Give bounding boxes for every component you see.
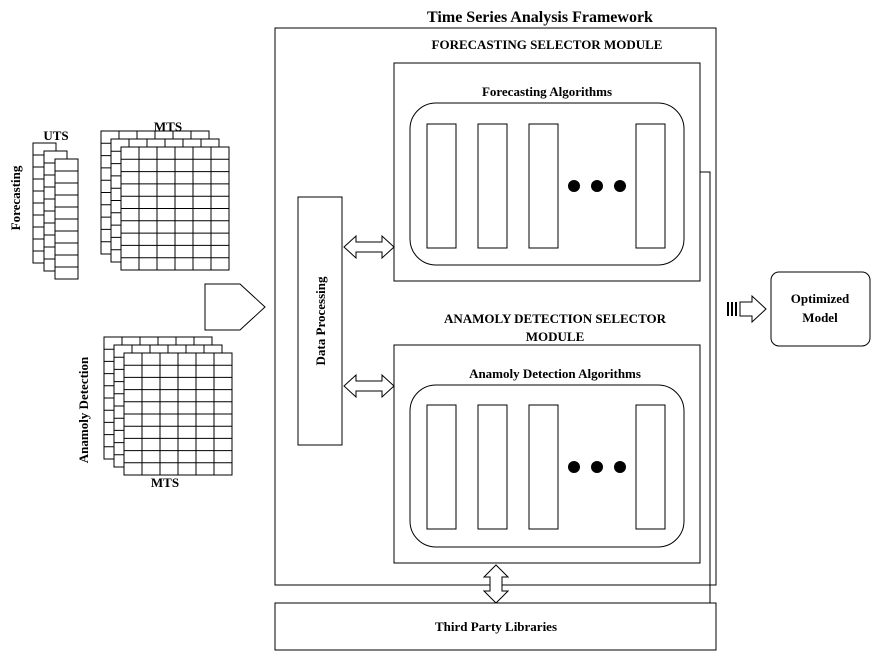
anomaly-algorithms-label: Anamoly Detection Algorithms bbox=[469, 366, 641, 381]
forecasting-side-label: Forecasting bbox=[8, 165, 23, 230]
forecasting-double-arrow bbox=[343, 234, 395, 260]
forecasting-algorithm-slots bbox=[426, 123, 666, 249]
anomaly-algorithm-slot-2 bbox=[477, 404, 508, 530]
forecasting-mts-label: MTS bbox=[154, 119, 182, 134]
forecasting-algorithm-slot-2 bbox=[477, 123, 508, 249]
output-arrow bbox=[727, 294, 767, 324]
anomaly-side-label: Anamoly Detection bbox=[76, 356, 91, 463]
forecasting-algorithm-slot-1 bbox=[426, 123, 457, 249]
anomaly-algorithm-slot-4 bbox=[635, 404, 666, 530]
forecasting-mts-data-stack bbox=[100, 130, 230, 271]
data-processing-label: Data Processing bbox=[313, 276, 328, 365]
anomaly-mts-label: MTS bbox=[151, 475, 179, 490]
anomaly-algorithms-container bbox=[409, 384, 685, 548]
anomaly-ellipsis-dot-2 bbox=[591, 461, 603, 473]
third-party-libraries-box bbox=[274, 602, 717, 651]
optimized-model-box bbox=[770, 271, 871, 347]
third-party-double-arrow bbox=[482, 564, 510, 604]
anomaly-ellipsis-dot-1 bbox=[568, 461, 580, 473]
forecasting-ellipsis-dot-2 bbox=[591, 180, 603, 192]
data-processing-box bbox=[297, 196, 343, 446]
anomaly-algorithm-slot-1 bbox=[426, 404, 457, 530]
forecasting-algorithms-label: Forecasting Algorithms bbox=[482, 84, 612, 99]
forecasting-algorithm-slot-3 bbox=[528, 123, 559, 249]
uts-data-stack bbox=[32, 142, 79, 280]
optimized-model-label-line2: Model bbox=[802, 310, 838, 325]
anomaly-ellipsis-dot-3 bbox=[614, 461, 626, 473]
forecasting-algorithm-slot-4 bbox=[635, 123, 666, 249]
third-party-libraries-label: Third Party Libraries bbox=[435, 619, 557, 634]
input-arrow bbox=[204, 283, 266, 331]
anomaly-module-title-line2: MODULE bbox=[526, 329, 585, 344]
anomaly-double-arrow bbox=[343, 373, 395, 399]
uts-series-3 bbox=[54, 158, 79, 280]
optimized-model-label-line1: Optimized bbox=[791, 291, 850, 306]
anomaly-module-title-line1: ANAMOLY DETECTION SELECTOR bbox=[444, 311, 667, 326]
uts-label: UTS bbox=[43, 128, 68, 143]
forecasting-algorithms-container bbox=[409, 102, 685, 266]
anomaly-algorithm-slots bbox=[426, 404, 666, 530]
forecast-mts-layer-3 bbox=[120, 146, 230, 271]
anomaly-mts-data-stack bbox=[103, 336, 233, 476]
module-to-libraries-connector bbox=[700, 171, 711, 603]
anomaly-mts-layer-3 bbox=[123, 352, 233, 476]
anomaly-module-box bbox=[393, 344, 701, 564]
anomaly-algorithm-slot-3 bbox=[528, 404, 559, 530]
forecasting-module-title: FORECASTING SELECTOR MODULE bbox=[432, 37, 663, 52]
forecasting-ellipsis-dot-3 bbox=[614, 180, 626, 192]
forecasting-ellipsis-dot-1 bbox=[568, 180, 580, 192]
framework-title: Time Series Analysis Framework bbox=[427, 9, 653, 26]
